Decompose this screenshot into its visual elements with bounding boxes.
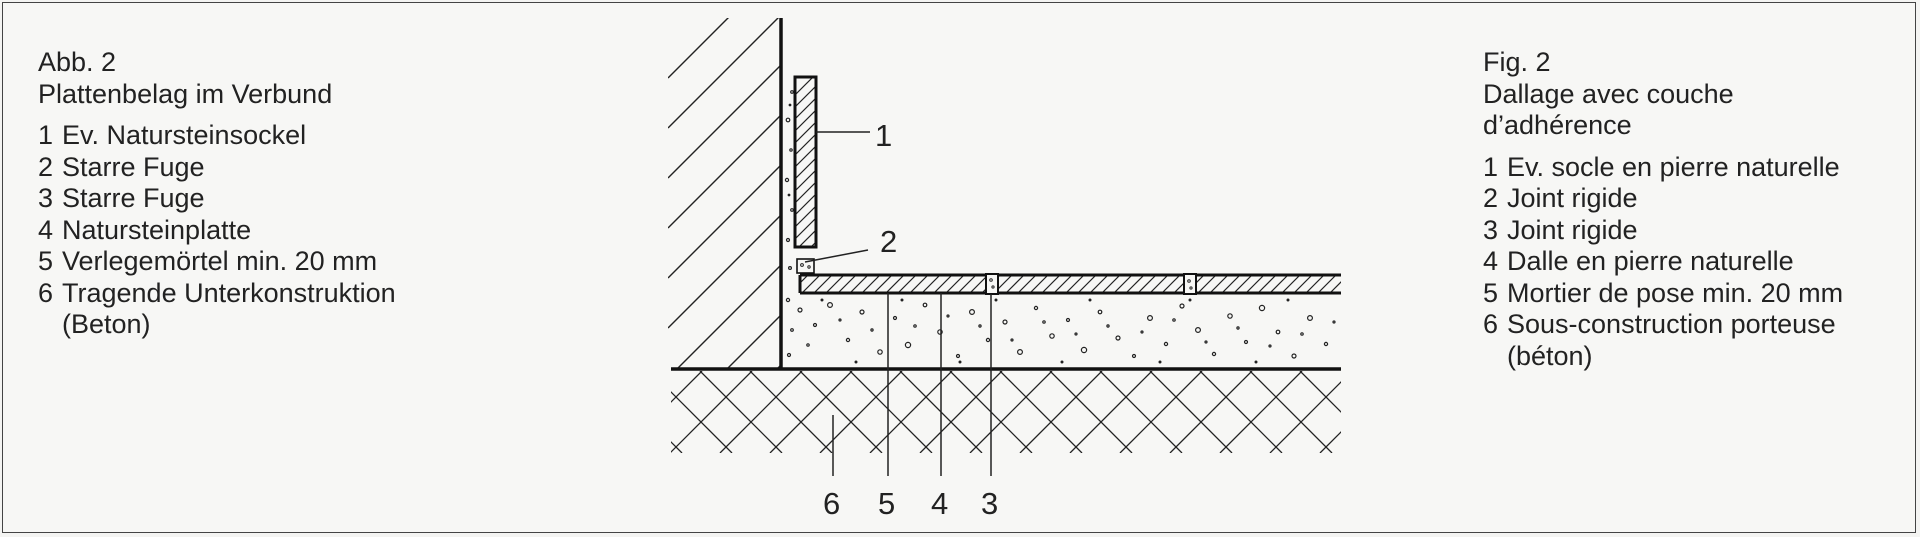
callout-6: 6: [823, 486, 840, 521]
ground-crosshatch: [671, 371, 1341, 453]
figure-title-de: Plattenbelag im Verbund: [38, 78, 333, 109]
callout-4: 4: [931, 486, 948, 521]
stone-plinth: [793, 75, 818, 249]
callout-3: 3: [981, 486, 998, 521]
figure-title-fr-line2: d’adhérence: [1483, 110, 1632, 140]
rigid-joint-plinth: [796, 258, 815, 274]
legend-french: Fig. 2 Dallage avec couche d’adhérence 1…: [1483, 47, 1843, 372]
stone-floor-tiles: [798, 273, 1341, 295]
callout-5: 5: [878, 486, 895, 521]
callout-2: 2: [880, 224, 897, 259]
figure-number-de: Abb. 2: [38, 47, 117, 77]
wall-hatching: [668, 18, 780, 368]
mortar-bed-stipple: [784, 90, 1336, 364]
figure-title-fr-line1: Dallage avec couche: [1483, 78, 1734, 109]
callout-1: 1: [875, 118, 892, 153]
rigid-joint-tiles: [985, 273, 1197, 295]
figure-number-fr: Fig. 2: [1483, 47, 1551, 77]
leader-lines: [804, 131, 992, 476]
